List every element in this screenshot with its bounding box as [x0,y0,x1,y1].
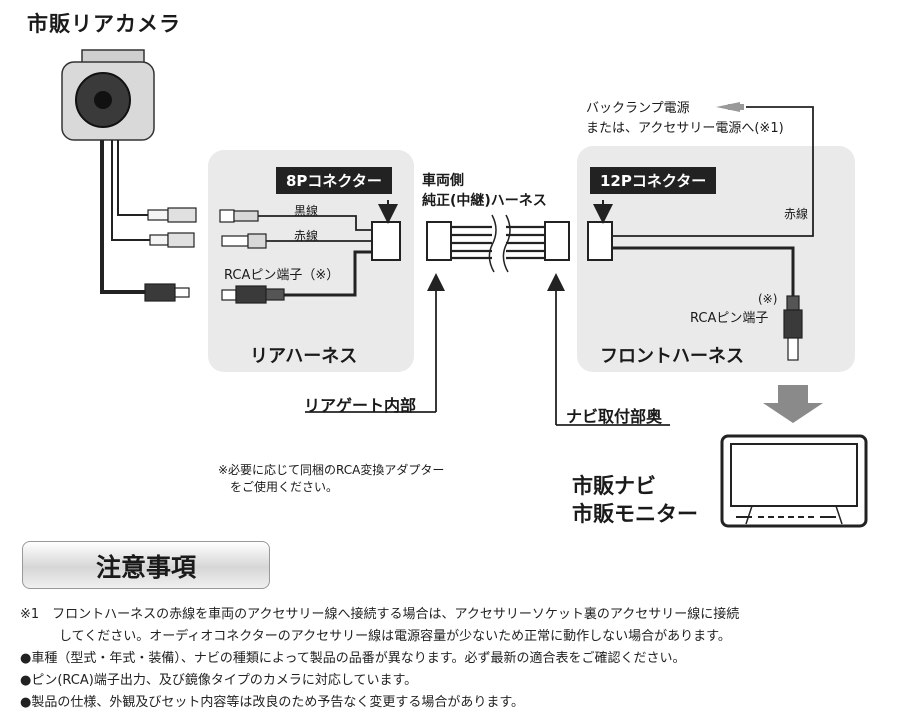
caution-header-box [22,541,270,589]
front-rca-label: RCAピン端子 [690,311,769,326]
power-label-line1: バックランプ電源 [586,101,690,116]
power-label-line2: または、アクセサリー電源へ(※1) [586,121,784,136]
page-title: 市販リアカメラ [27,12,181,36]
caution-note-1: ※1 フロントハーネスの赤線を車両のアクセサリー線へ接続する場合は、アクセサリー… [20,607,740,622]
monitor-icon [720,434,868,528]
camera-small-connector-2 [149,232,195,248]
vehicle-connector-left [426,221,452,261]
caution-heading: 注意事項 [96,553,197,582]
8p-connector-tag: 8Pコネクター [276,167,392,194]
front-rca-jack [783,295,803,361]
front-harness-label: フロントハーネス [600,346,744,367]
vehicle-harness-label-line1: 車両側 [422,173,464,189]
caution-note-2: ●車種（型式・年式・装備）、ナビの種類によって製品の品番が異なります。必ず最新の… [20,651,686,666]
front-red-wire-label: 赤線 [784,207,809,221]
rear-camera-icon [61,49,155,141]
12p-connector-tag: 12Pコネクター [590,167,717,194]
8p-connector [371,221,401,261]
caution-note-3: ●ピン(RCA)端子出力、及び鏡像タイプのカメラに対応しています。 [20,673,418,688]
camera-rca-plug [144,283,190,302]
camera-cables [100,140,150,294]
rear-small-connector-2 [221,233,267,249]
rear-small-connector-1 [219,209,259,223]
camera-small-connector-1 [147,207,197,223]
down-arrow-icon [763,385,823,423]
vehicle-connector-right [544,221,570,261]
vehicle-harness-wires [451,214,545,273]
caution-note-1-cont: してください。オーディオコネクターのアクセサリー線は電源容量が少ないため正常に動… [20,629,731,644]
vehicle-harness-label-line2: 純正(中継)ハーネス [422,193,547,209]
monitor-label-line2: 市販モニター [572,502,698,526]
black-wire-label: 黒線 [294,204,319,218]
adapter-note-line2: をご使用ください。 [230,480,339,494]
12p-connector [587,221,613,261]
red-wire-label: 赤線 [294,229,319,243]
front-rca-note: (※) [758,292,778,306]
rear-rca-jack [221,285,285,304]
rear-rca-label: RCAピン端子（※） [224,268,340,283]
navi-back-label: ナビ取付部奥 [566,407,663,426]
adapter-note-line1: ※必要に応じて同梱のRCA変換アダプター [218,463,445,477]
rear-gate-label: リアゲート内部 [304,396,417,415]
caution-note-4: ●製品の仕様、外観及びセット内容等は改良のため予告なく変更する場合があります。 [20,695,525,710]
rear-harness-label: リアハーネス [250,346,358,367]
monitor-label-line1: 市販ナビ [572,474,656,498]
